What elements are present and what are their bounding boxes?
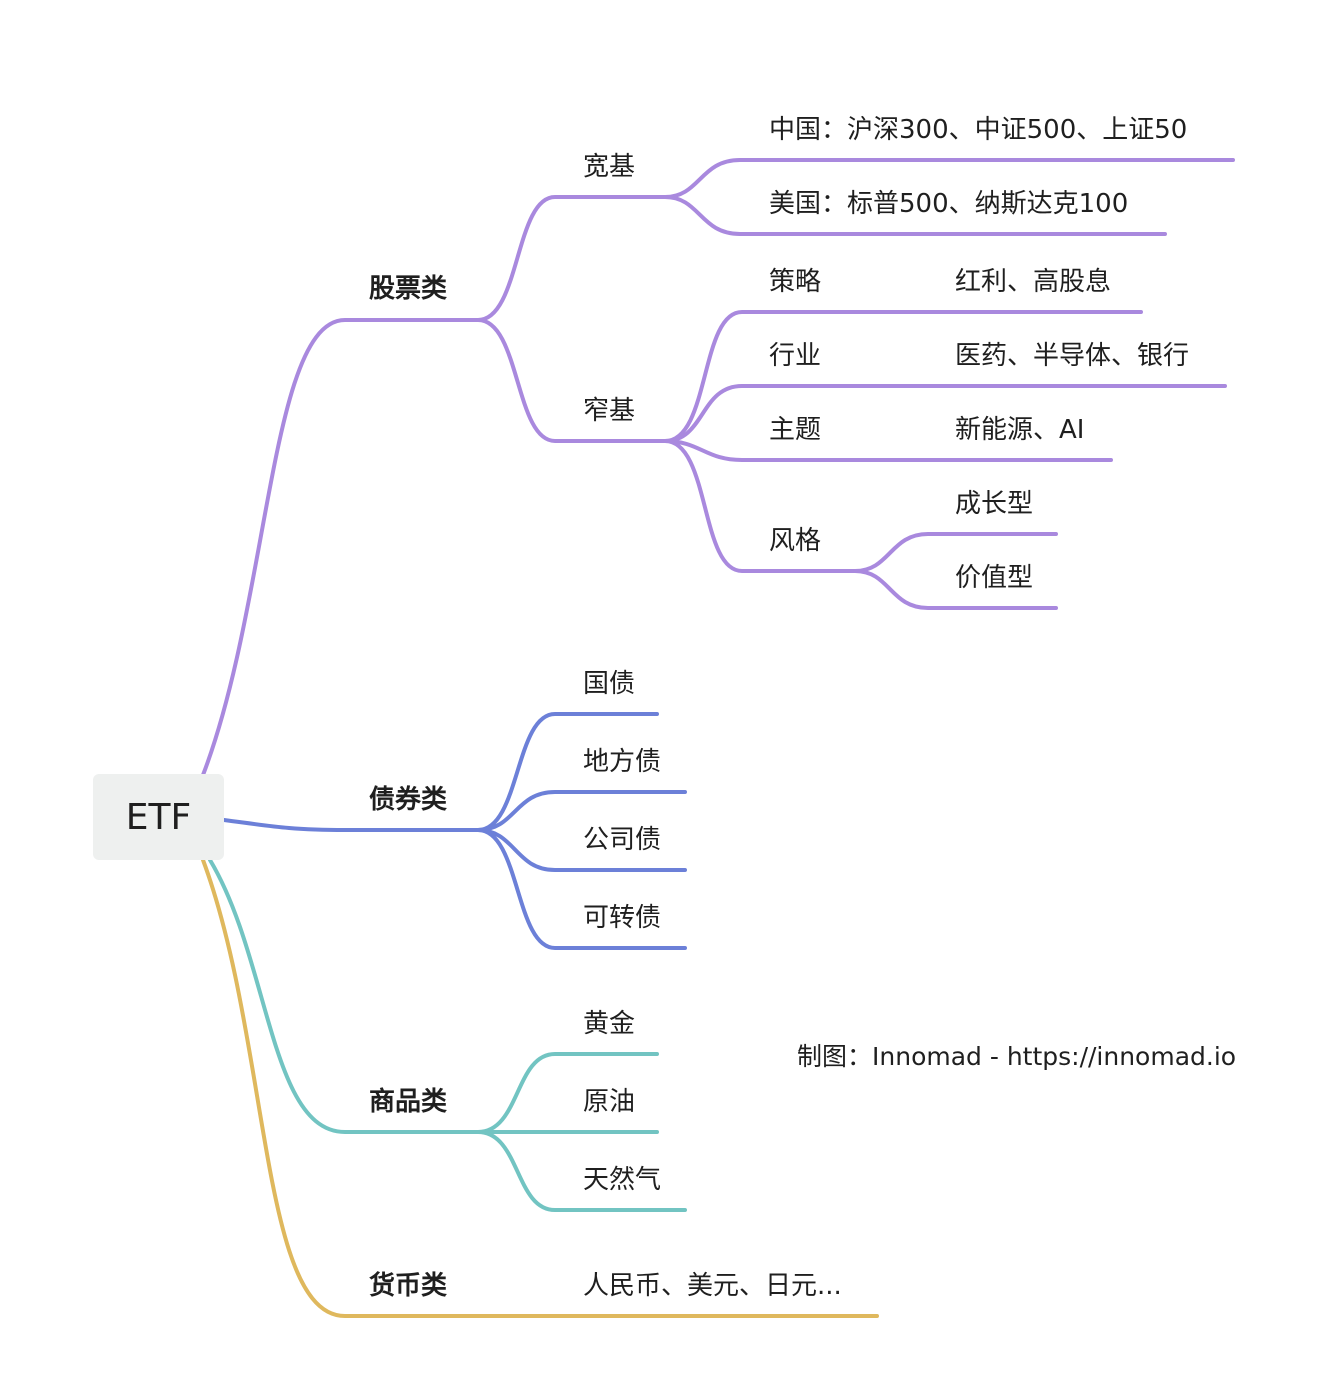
- node-strategy: 策略: [769, 267, 822, 297]
- bonds-branch: [222, 712, 687, 950]
- node-bonds: 债券类: [369, 785, 448, 815]
- node-industry-value: 医药、半导体、银行: [955, 341, 1190, 371]
- connector-stocks-broad: [476, 195, 667, 322]
- node-commodity-item: 原油: [583, 1087, 636, 1117]
- connector-stocks-narrow: [476, 318, 667, 443]
- node-industry: 行业: [769, 341, 822, 371]
- node-broad-china: 中国：沪深300、中证500、上证50: [769, 115, 1188, 145]
- node-style-value: 价值型: [955, 563, 1034, 593]
- connector-narrow-style: [663, 439, 857, 573]
- node-bond-item: 可转债: [583, 903, 662, 933]
- node-bond-item: 国债: [583, 669, 636, 699]
- commodities-branch: [208, 858, 687, 1212]
- node-stocks: 股票类: [369, 274, 448, 304]
- node-theme: 主题: [769, 415, 822, 445]
- root-node: ETF: [93, 774, 224, 860]
- connector-commodities-gas: [476, 1130, 687, 1212]
- connector-style-growth: [853, 532, 1058, 573]
- connector-root-commodities: [208, 858, 480, 1134]
- node-bond-item: 公司债: [583, 825, 662, 855]
- node-commodity-item: 天然气: [583, 1165, 662, 1195]
- node-theme-value: 新能源、AI: [955, 415, 1085, 445]
- connector-root-stocks: [201, 318, 480, 777]
- connector-narrow-theme: [663, 439, 1113, 462]
- connector-bonds-difangzhai: [476, 790, 687, 832]
- node-commodity-item: 黄金: [583, 1009, 636, 1039]
- connector-style-value: [853, 569, 1058, 610]
- node-currency-value: 人民币、美元、日元...: [583, 1271, 842, 1301]
- connector-bonds-kezhuanzhai: [476, 828, 687, 950]
- node-narrow-based: 窄基: [583, 396, 636, 426]
- connector-bonds-guozhai: [476, 712, 659, 832]
- node-broad-usa: 美国：标普500、纳斯达克100: [769, 189, 1129, 219]
- node-style: 风格: [769, 526, 822, 556]
- node-bond-item: 地方债: [583, 747, 662, 777]
- node-commodities: 商品类: [369, 1087, 448, 1117]
- connector-root-bonds: [222, 818, 480, 832]
- currency-branch: [201, 858, 879, 1318]
- connector-narrow-strategy: [663, 310, 1143, 443]
- node-currency: 货币类: [369, 1271, 448, 1301]
- connector-broad-usa: [663, 195, 1167, 236]
- root-label: ETF: [125, 796, 192, 838]
- connector-narrow-industry: [663, 384, 1227, 443]
- node-strategy-value: 红利、高股息: [955, 267, 1112, 297]
- connector-commodities-gold: [476, 1052, 659, 1134]
- stocks-branch: [201, 158, 1235, 777]
- credit-text: 制图：Innomad - https://innomad.io: [797, 1042, 1237, 1071]
- connector-root-currency: [201, 858, 879, 1318]
- connector-broad-china: [663, 158, 1235, 199]
- node-style-growth: 成长型: [955, 489, 1034, 519]
- node-broad-based: 宽基: [583, 152, 636, 182]
